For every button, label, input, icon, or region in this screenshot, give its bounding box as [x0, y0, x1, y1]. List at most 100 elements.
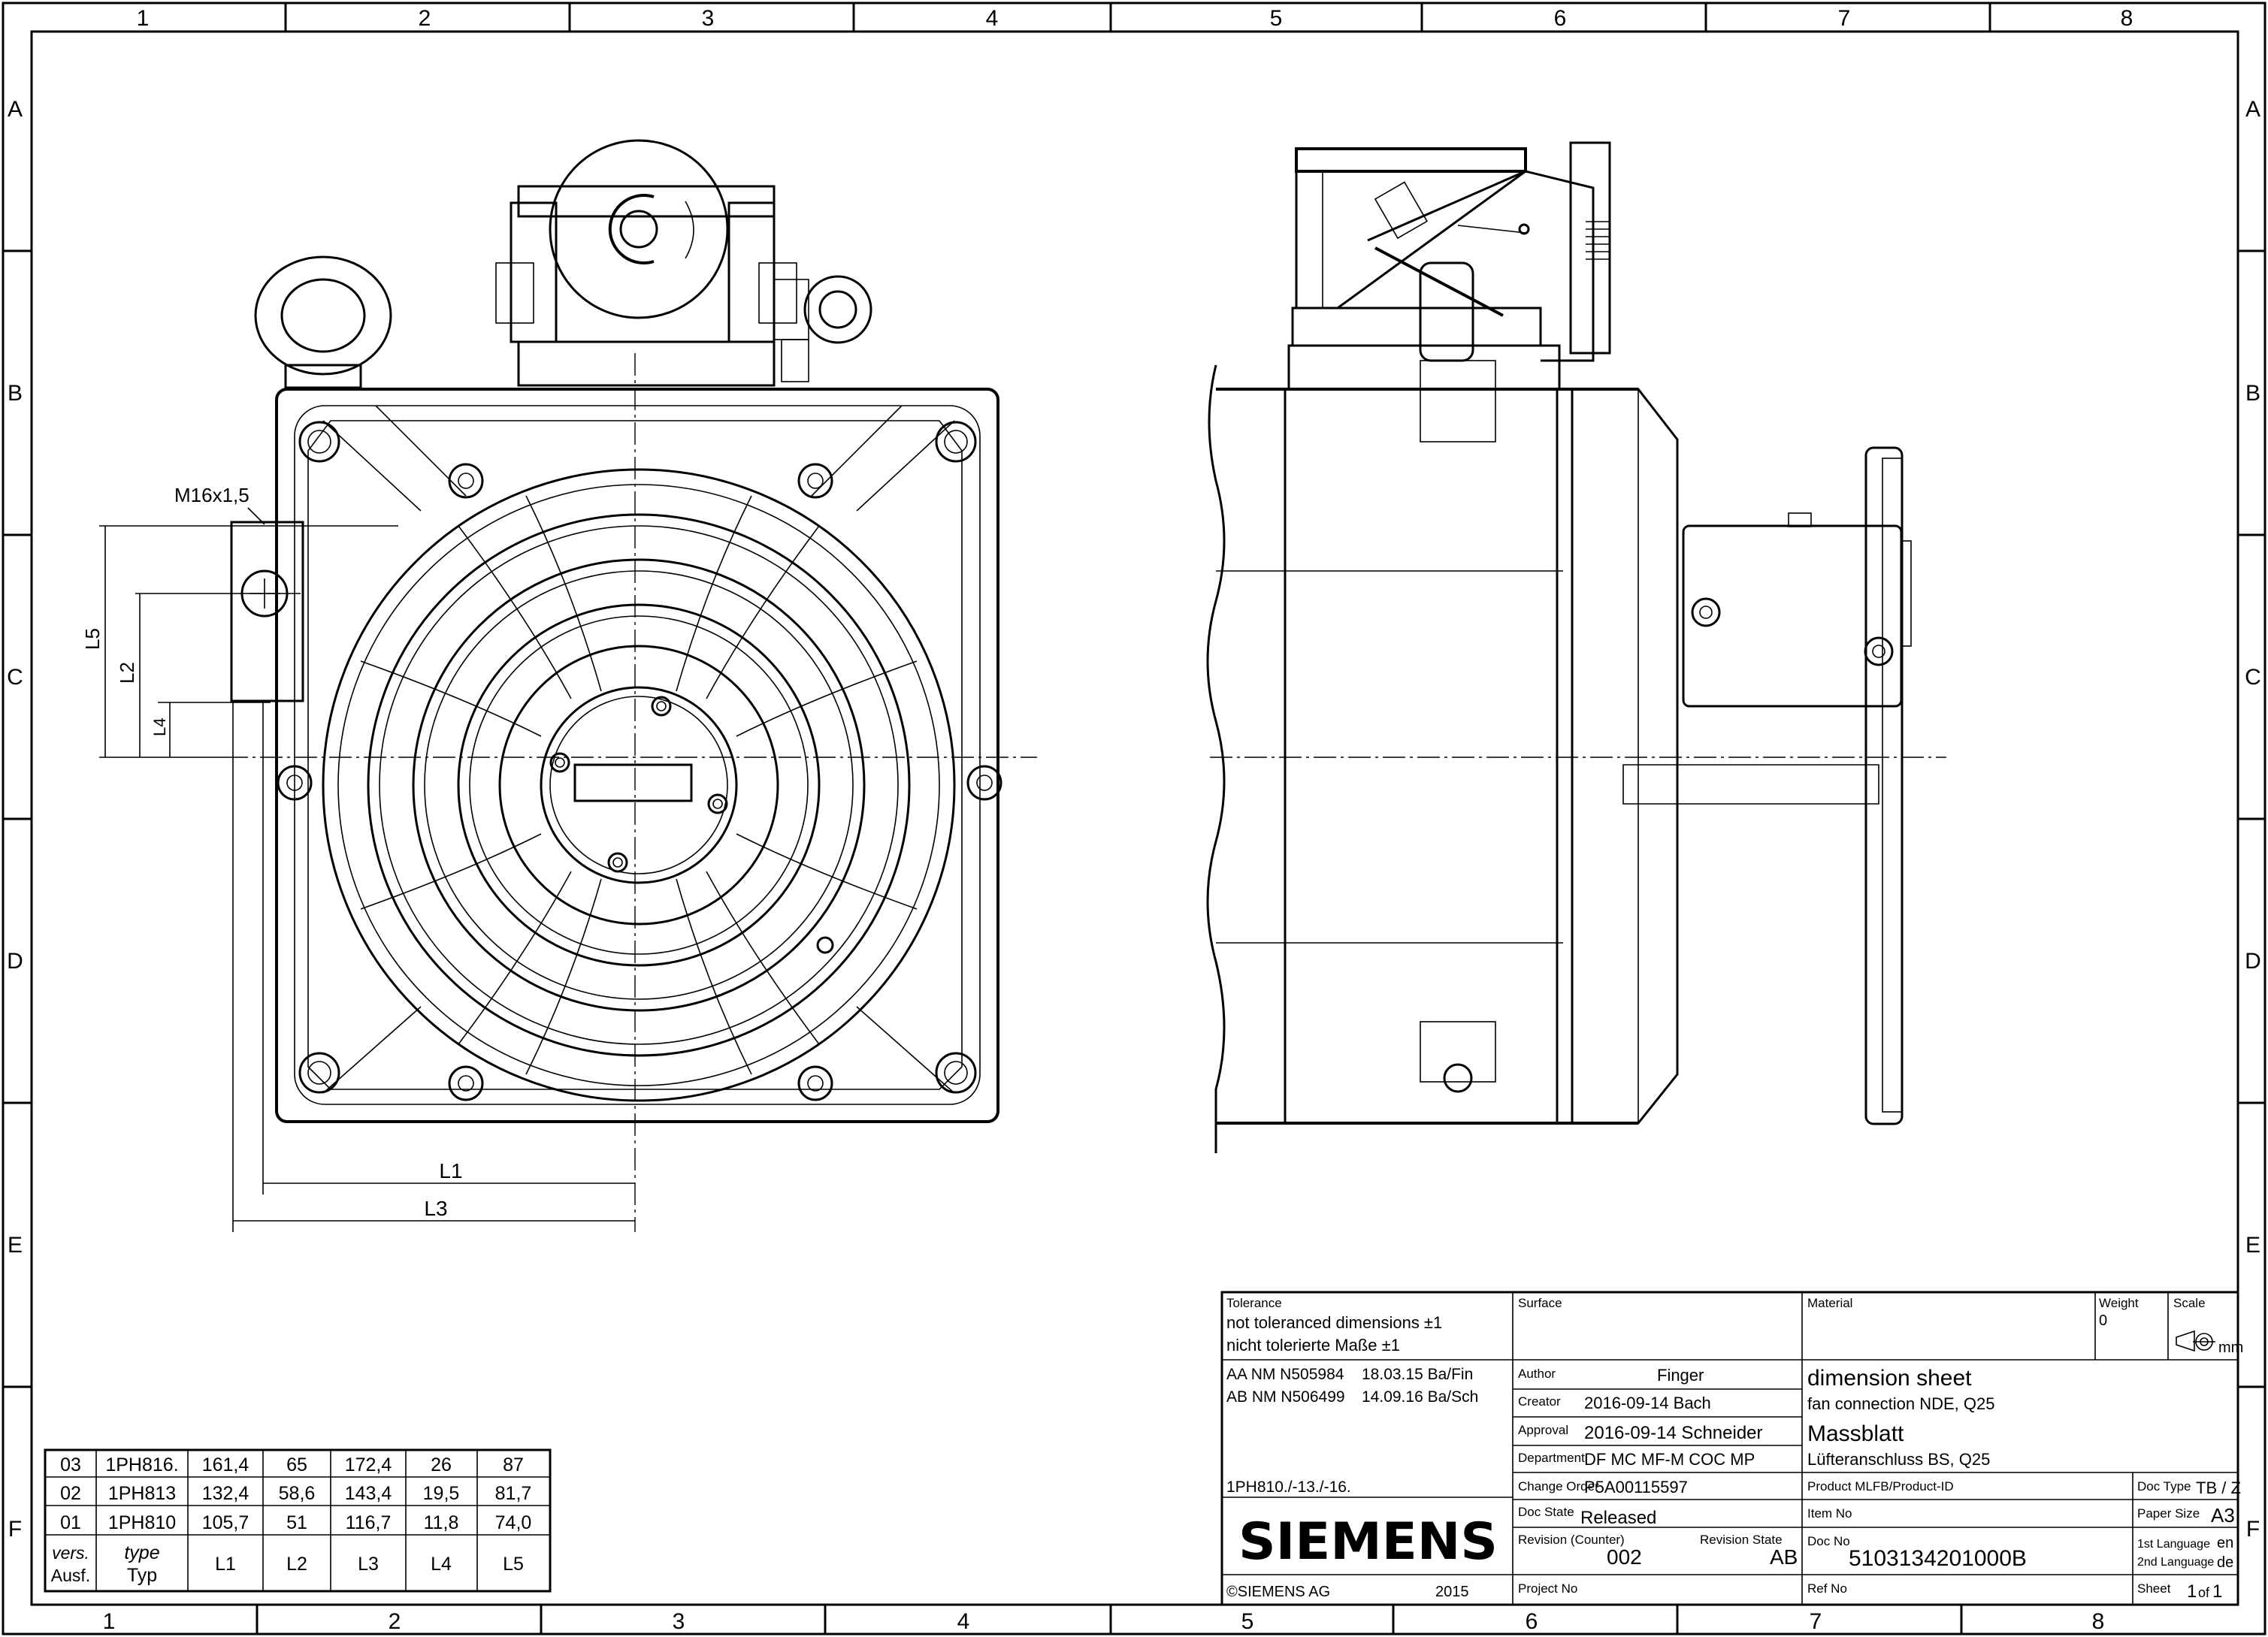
variant-l4: 26: [431, 1454, 452, 1475]
change-order-label: Change Order: [1518, 1479, 1599, 1494]
thread-label: M16x1,5: [174, 484, 249, 506]
row-label-right-B: B: [2245, 381, 2260, 406]
creator-value: 2016-09-14 Bach: [1584, 1394, 1711, 1412]
variant-header-ausf: Ausf.: [51, 1566, 90, 1585]
change-order-value: P5A00115597: [1584, 1478, 1688, 1497]
author-label: Author: [1518, 1367, 1556, 1381]
dim-l1-label: L1: [439, 1159, 462, 1182]
variant-header-vers: vers.: [52, 1543, 89, 1563]
row-label-right-D: D: [2245, 949, 2261, 974]
doc-type-value: TB / Z: [2196, 1478, 2241, 1497]
housing-screws: [277, 421, 1002, 1101]
change-ref: AA NM N505984: [1226, 1366, 1344, 1383]
dim-l2-label: L2: [116, 662, 138, 684]
variant-header-type: type: [124, 1542, 159, 1563]
lang2-label: 2nd Language: [2137, 1556, 2214, 1569]
scale-unit: mm: [2218, 1340, 2243, 1356]
type-range: 1PH810./-13./-16.: [1226, 1478, 1351, 1496]
variant-header-l4: L4: [431, 1554, 452, 1575]
row-label-left-C: C: [7, 665, 23, 690]
sheet-label: Sheet: [2137, 1581, 2171, 1596]
variant-vers: 01: [60, 1512, 81, 1533]
product-label: Product MLFB/Product-ID: [1807, 1479, 1954, 1494]
dim-l4-label: L4: [150, 718, 169, 736]
row-label-right-E: E: [2245, 1233, 2260, 1258]
variant-l4: 19,5: [423, 1483, 460, 1504]
doc-state-value: Released: [1580, 1508, 1656, 1528]
doc-no-label: Doc No: [1807, 1534, 1850, 1548]
lifting-eyebolt: [254, 255, 392, 389]
revision-state-value: AB: [1770, 1545, 1798, 1569]
approval-value: 2016-09-14 Schneider: [1584, 1423, 1763, 1443]
col-label-top-7: 7: [1838, 6, 1851, 31]
row-label-left-E: E: [8, 1233, 23, 1258]
project-label: Project No: [1518, 1581, 1577, 1596]
col-label-top-8: 8: [2121, 6, 2133, 31]
side-connector: [230, 521, 304, 702]
col-label-top-1: 1: [137, 6, 150, 31]
side-view-motor: [1206, 141, 1946, 1153]
title-en-1: dimension sheet: [1807, 1366, 1972, 1391]
doc-state-label: Doc State: [1518, 1505, 1574, 1519]
col-label-bottom-1: 1: [103, 1609, 116, 1634]
variant-l2: 65: [286, 1454, 307, 1475]
title-block: Tolerance not toleranced dimensions ±1 n…: [1220, 1291, 2243, 1606]
revision-value: 002: [1607, 1545, 1642, 1569]
siemens-logo: SIEMENS: [1238, 1512, 1498, 1572]
variant-vers: 02: [60, 1483, 81, 1504]
row-label-left-F: F: [8, 1517, 22, 1542]
col-label-bottom-5: 5: [1241, 1609, 1254, 1634]
variant-type: 1PH816.: [105, 1454, 178, 1475]
item-label: Item No: [1807, 1506, 1852, 1521]
doc-type-label: Doc Type: [2137, 1479, 2191, 1494]
col-label-top-5: 5: [1270, 6, 1283, 31]
col-label-top-2: 2: [419, 6, 431, 31]
tolerance-en: not toleranced dimensions ±1: [1226, 1313, 1442, 1332]
sheet-total: 1: [2212, 1581, 2222, 1602]
variant-l4: 11,8: [424, 1512, 459, 1533]
change-ref: AB NM N506499: [1226, 1388, 1345, 1406]
title-en-2: fan connection NDE, Q25: [1807, 1394, 1994, 1413]
variant-l3: 116,7: [346, 1512, 392, 1533]
dim-l5-label: L5: [81, 628, 104, 650]
variant-l1: 105,7: [202, 1512, 249, 1533]
fan-housing-outline: [275, 388, 999, 1123]
paper-size-label: Paper Size: [2137, 1506, 2200, 1521]
variant-vers: 03: [60, 1454, 81, 1475]
row-label-left-A: A: [8, 97, 23, 122]
approval-label: Approval: [1518, 1423, 1568, 1437]
lang1-label: 1st Language: [2137, 1538, 2210, 1551]
col-label-bottom-4: 4: [957, 1609, 970, 1634]
tolerance-label: Tolerance: [1226, 1296, 1282, 1310]
col-label-bottom-2: 2: [389, 1609, 401, 1634]
col-label-bottom-3: 3: [673, 1609, 685, 1634]
front-view-fan: [225, 139, 1037, 1232]
col-label-top-4: 4: [986, 6, 999, 31]
change-date: 18.03.15 Ba/Fin: [1362, 1366, 1473, 1383]
variant-header-l3: L3: [358, 1554, 379, 1575]
weight-value: 0: [2099, 1312, 2107, 1329]
scale-label: Scale: [2173, 1296, 2206, 1310]
variant-l3: 143,4: [345, 1483, 392, 1504]
title-de-1: Massblatt: [1807, 1421, 1904, 1446]
fan-guard-rings: [322, 468, 956, 1102]
side-terminal-housing: [1287, 141, 1611, 391]
lang2-value: de: [2217, 1554, 2233, 1571]
variant-l5: 74,0: [495, 1512, 532, 1533]
variant-l1: 132,4: [202, 1483, 249, 1504]
change-date: 14.09.16 Ba/Sch: [1362, 1388, 1478, 1406]
variant-l2: 58,6: [279, 1483, 316, 1504]
sheet-value: 1: [2187, 1581, 2197, 1602]
fan-terminal-box: [495, 139, 872, 387]
col-label-top-6: 6: [1554, 6, 1567, 31]
doc-no-value: 5103134201000B: [1849, 1546, 2027, 1571]
variant-type: 1PH813: [108, 1483, 176, 1504]
weight-label: Weight: [2099, 1296, 2139, 1310]
revision-label: Revision (Counter): [1518, 1533, 1625, 1547]
revision-state-label: Revision State: [1700, 1533, 1783, 1547]
row-label-left-B: B: [8, 381, 23, 406]
front-view-dimensions: M16x1,5 L5 L2 L4 L1 L3: [81, 484, 635, 1232]
sheet-of: of: [2198, 1585, 2210, 1600]
dim-l3-label: L3: [424, 1197, 447, 1220]
